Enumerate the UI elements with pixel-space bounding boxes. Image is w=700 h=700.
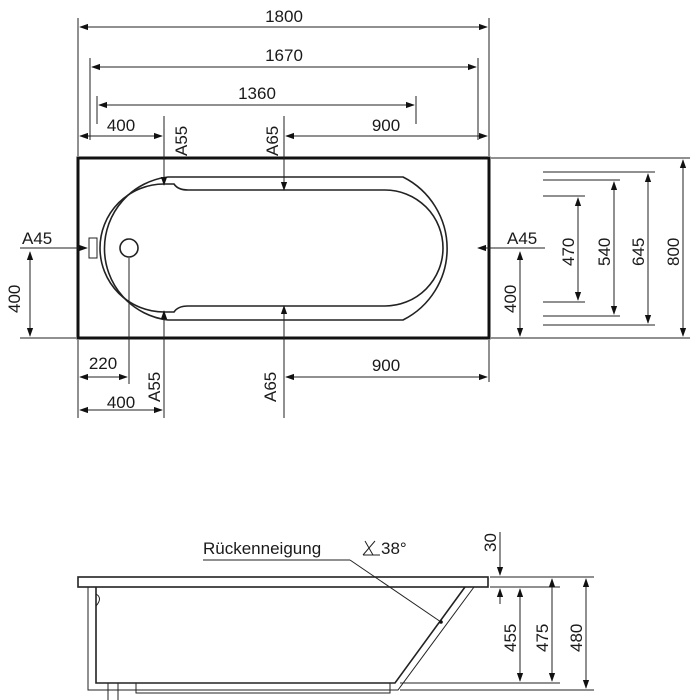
width-dimensions: 470 540 645 800 bbox=[491, 157, 690, 339]
back-slope-angle: 38° bbox=[381, 539, 407, 558]
dim-left-400: 400 bbox=[5, 285, 24, 313]
dim-800: 800 bbox=[664, 238, 683, 266]
angle-symbol bbox=[362, 540, 380, 556]
dim-1800: 1800 bbox=[265, 7, 303, 26]
overflow bbox=[88, 237, 98, 259]
dim-30: 30 bbox=[481, 533, 500, 552]
top-dimensions: 1800 1670 1360 400 900 A55 A65 bbox=[77, 7, 490, 191]
tub-base bbox=[135, 682, 391, 694]
dim-right-400: 400 bbox=[501, 285, 520, 313]
dim-1670: 1670 bbox=[265, 46, 303, 65]
tub-body-outer bbox=[87, 586, 475, 691]
dim-bottom-400: 400 bbox=[107, 393, 135, 412]
basin-outer-contour bbox=[103, 176, 448, 321]
dim-540: 540 bbox=[595, 238, 614, 266]
dim-1360: 1360 bbox=[238, 84, 276, 103]
dim-480: 480 bbox=[567, 624, 586, 652]
dim-455: 455 bbox=[501, 624, 520, 652]
dim-470: 470 bbox=[559, 238, 578, 266]
plan-view: 1800 1670 1360 400 900 A55 A65 A45 A45 bbox=[5, 7, 690, 418]
dim-475: 475 bbox=[533, 624, 552, 652]
side-view: Rückenneigung 38° 30 455 475 480 bbox=[77, 532, 594, 700]
dim-220: 220 bbox=[89, 354, 117, 373]
overflow-bump bbox=[95, 593, 100, 607]
support-label-top-a65: A65 bbox=[263, 126, 282, 156]
dim-645: 645 bbox=[629, 238, 648, 266]
dim-top-400: 400 bbox=[107, 116, 135, 135]
support-label-bottom-a65: A65 bbox=[261, 372, 280, 402]
support-label-top-a55: A55 bbox=[172, 126, 191, 156]
tub-rim bbox=[77, 576, 489, 588]
support-label-right-a45: A45 bbox=[507, 229, 537, 248]
basin-inner-contour bbox=[99, 183, 444, 313]
bottom-dimensions: 220 400 900 A55 A65 bbox=[77, 258, 490, 418]
tub-body bbox=[95, 586, 466, 684]
dim-bottom-900: 900 bbox=[372, 356, 400, 375]
side-height-dimensions: 400 400 bbox=[5, 251, 524, 339]
support-label-bottom-a55: A55 bbox=[145, 372, 164, 402]
dim-top-900: 900 bbox=[372, 116, 400, 135]
side-support-labels: A45 A45 bbox=[20, 229, 545, 252]
support-label-left-a45: A45 bbox=[22, 229, 52, 248]
back-slope-label: Rückenneigung bbox=[203, 539, 321, 558]
drain bbox=[119, 238, 139, 258]
